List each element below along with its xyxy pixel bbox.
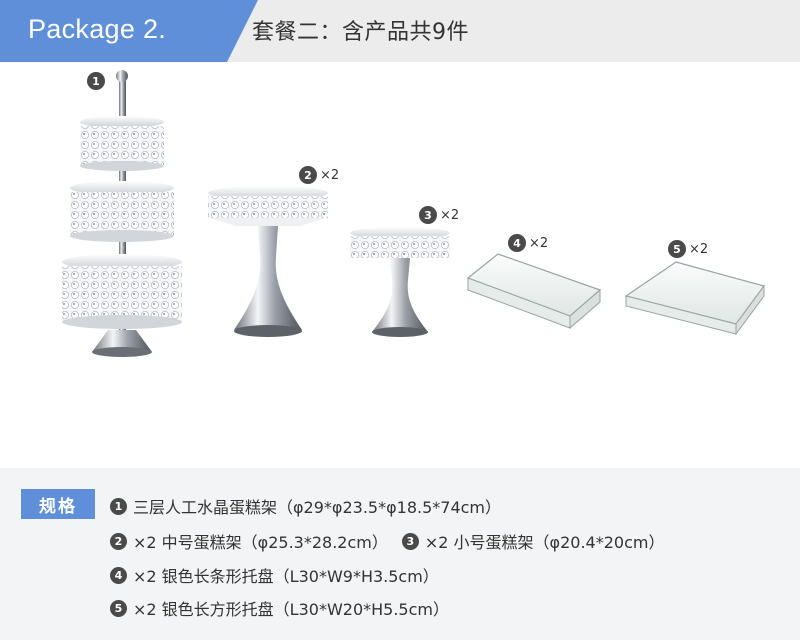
spec-number: 5 (110, 599, 127, 617)
spec-number: 3 (401, 532, 419, 550)
package-subtitle: 套餐二：含产品共9件 (252, 20, 469, 45)
spec-number: 2 (110, 532, 127, 550)
spec-line-2: 2 ×2 中号蛋糕架（φ25.3*28.2cm） 3 ×2 小号蛋糕架（φ20.… (110, 529, 664, 553)
spec-item-1: 1 三层人工水晶蛋糕架（φ29*φ23.5*φ18.5*74cm） (110, 494, 501, 518)
spec-item-4: 4 ×2 银色长条形托盘（L30*W9*H3.5cm） (110, 563, 439, 587)
three-tier-stand-image (62, 70, 182, 357)
product-illustration (62, 70, 766, 357)
long-tray-image (466, 253, 602, 330)
spec-item-5: 5 ×2 银色长方形托盘（L30*W20*H5.5cm） (110, 596, 449, 620)
callout-4: 4 ×2 (508, 234, 548, 252)
package-tab (0, 0, 258, 62)
spec-text: ×2 中号蛋糕架（φ25.3*28.2cm） (133, 533, 388, 552)
specs-label: 规格 (21, 489, 95, 519)
spec-line-3: 4 ×2 银色长条形托盘（L30*W9*H3.5cm） (110, 563, 439, 587)
callout-3: 3 ×2 (419, 206, 459, 224)
callout-number: 4 (508, 234, 526, 252)
rectangular-tray-image (624, 261, 766, 336)
spec-text: ×2 银色长条形托盘（L30*W9*H3.5cm） (133, 567, 439, 586)
callout-number: 2 (299, 166, 317, 184)
callout-quantity: ×2 (689, 241, 709, 257)
small-stand-image (350, 227, 450, 337)
spec-item-3: 3 ×2 小号蛋糕架（φ20.4*20cm） (401, 529, 665, 553)
spec-text: ×2 小号蛋糕架（φ20.4*20cm） (424, 533, 665, 552)
product-photo: 1 2 ×2 3 ×2 4 ×2 5 ×2 (0, 62, 800, 468)
page-header: Package 2. 套餐二：含产品共9件 (0, 0, 800, 62)
spec-number: 4 (110, 566, 127, 584)
specs-section (0, 468, 800, 640)
callout-number: 1 (87, 72, 105, 90)
spec-text: 三层人工水晶蛋糕架（φ29*φ23.5*φ18.5*74cm） (133, 498, 502, 517)
spec-item-2: 2 ×2 中号蛋糕架（φ25.3*28.2cm） (110, 529, 388, 553)
spec-text: ×2 银色长方形托盘（L30*W20*H5.5cm） (133, 600, 449, 619)
callout-1: 1 (87, 72, 105, 90)
spec-line-4: 5 ×2 银色长方形托盘（L30*W20*H5.5cm） (110, 596, 449, 620)
callout-number: 5 (668, 240, 686, 258)
callout-quantity: ×2 (440, 207, 460, 223)
callout-number: 3 (419, 206, 437, 224)
callout-quantity: ×2 (320, 167, 340, 183)
medium-stand-image (208, 186, 328, 337)
spec-number: 1 (110, 497, 127, 515)
package-title: Package 2. (28, 14, 167, 44)
callout-quantity: ×2 (529, 235, 549, 251)
callout-5: 5 ×2 (668, 240, 708, 258)
callout-2: 2 ×2 (299, 166, 339, 184)
spec-line-1: 1 三层人工水晶蛋糕架（φ29*φ23.5*φ18.5*74cm） (110, 494, 501, 518)
